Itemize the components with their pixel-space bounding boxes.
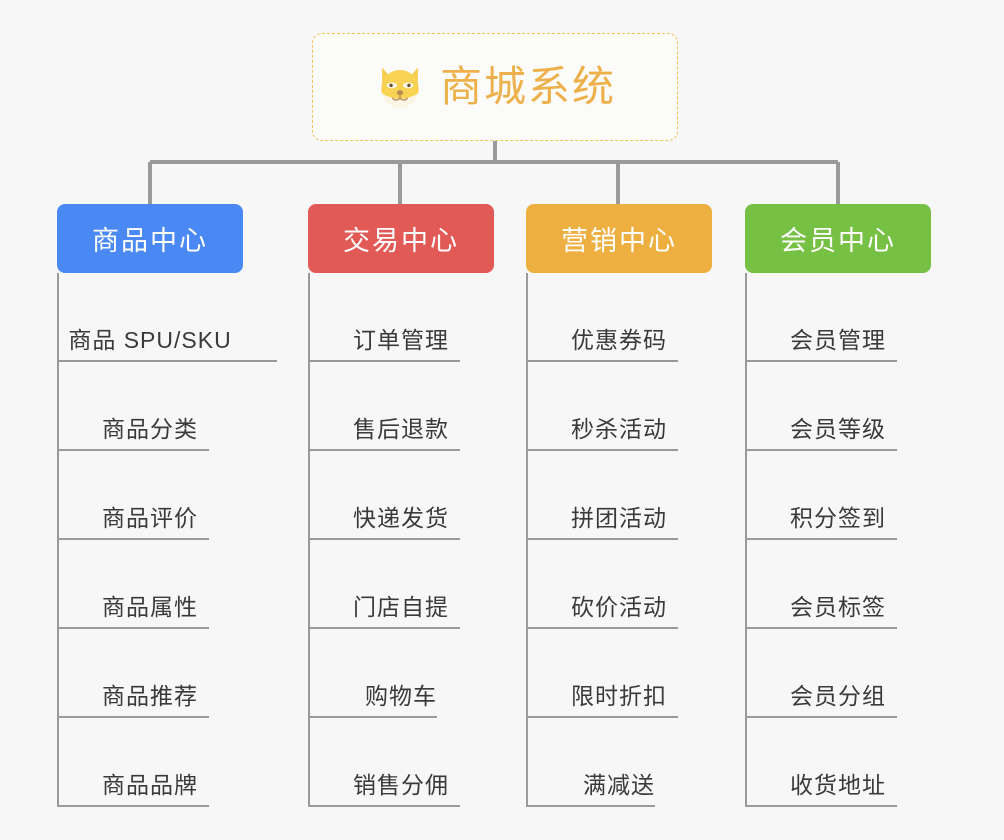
branch-header-2[interactable]: 交易中心 (308, 204, 494, 273)
leaf-label: 商品 SPU/SKU (68, 327, 232, 353)
branch-spine-3 (526, 273, 528, 807)
leaf-label: 订单管理 (353, 327, 449, 353)
list-item[interactable]: 会员管理 (745, 273, 931, 362)
leaf-label: 拼团活动 (571, 505, 667, 531)
leaf-underline (526, 805, 655, 807)
leaf-underline (526, 360, 678, 362)
leaf-label: 商品属性 (102, 594, 198, 620)
list-item[interactable]: 商品评价 (57, 451, 243, 540)
list-item[interactable]: 快递发货 (308, 451, 494, 540)
leaf-label: 销售分佣 (353, 772, 449, 798)
leaf-list-3: 优惠券码 秒杀活动 拼团活动 砍价活动 限时折扣 满减送 (526, 273, 712, 807)
leaf-label: 商品品牌 (102, 772, 198, 798)
leaf-label: 积分签到 (790, 505, 886, 531)
list-item[interactable]: 商品分类 (57, 362, 243, 451)
leaf-label: 秒杀活动 (571, 416, 667, 442)
branch-spine-2 (308, 273, 310, 807)
branch-header-label-2: 交易中心 (343, 226, 459, 256)
branch-header-3[interactable]: 营销中心 (526, 204, 712, 273)
list-item[interactable]: 积分签到 (745, 451, 931, 540)
leaf-underline (57, 716, 209, 718)
leaf-underline (745, 449, 897, 451)
leaf-label: 优惠券码 (571, 327, 667, 353)
leaf-underline (745, 360, 897, 362)
branch-spine-1 (57, 273, 59, 807)
leaf-underline (745, 716, 897, 718)
list-item[interactable]: 会员等级 (745, 362, 931, 451)
dog-face-icon (381, 67, 419, 108)
leaf-underline (308, 805, 460, 807)
leaf-label: 商品评价 (102, 505, 198, 531)
branch-header-4[interactable]: 会员中心 (745, 204, 931, 273)
leaf-underline (526, 449, 678, 451)
branch-header-1[interactable]: 商品中心 (57, 204, 243, 273)
leaf-underline (308, 360, 460, 362)
branch-header-label-3: 营销中心 (561, 226, 677, 256)
leaf-label: 限时折扣 (571, 683, 667, 709)
leaf-label: 会员管理 (790, 327, 886, 353)
leaf-underline (526, 627, 678, 629)
leaf-label: 收货地址 (790, 772, 886, 798)
list-item[interactable]: 优惠券码 (526, 273, 712, 362)
leaf-underline (57, 538, 209, 540)
branch-header-label-1: 商品中心 (92, 226, 208, 256)
branch-spine-4 (745, 273, 747, 807)
list-item[interactable]: 商品属性 (57, 540, 243, 629)
leaf-list-2: 订单管理 售后退款 快递发货 门店自提 购物车 销售分佣 (308, 273, 494, 807)
list-item[interactable]: 门店自提 (308, 540, 494, 629)
leaf-label: 会员标签 (790, 594, 886, 620)
leaf-underline (57, 360, 277, 362)
list-item[interactable]: 购物车 (308, 629, 494, 718)
leaf-underline (57, 627, 209, 629)
branch-交易中心: 交易中心 订单管理 售后退款 快递发货 门店自提 购物车 (308, 204, 494, 807)
leaf-underline (526, 538, 678, 540)
leaf-label: 快递发货 (353, 505, 449, 531)
list-item[interactable]: 收货地址 (745, 718, 931, 807)
leaf-label: 售后退款 (353, 416, 449, 442)
leaf-label: 购物车 (365, 683, 437, 709)
list-item[interactable]: 满减送 (526, 718, 712, 807)
leaf-label: 满减送 (583, 772, 655, 798)
list-item[interactable]: 售后退款 (308, 362, 494, 451)
leaf-underline (308, 716, 437, 718)
list-item[interactable]: 销售分佣 (308, 718, 494, 807)
leaf-underline (308, 449, 460, 451)
list-item[interactable]: 会员分组 (745, 629, 931, 718)
branch-会员中心: 会员中心 会员管理 会员等级 积分签到 会员标签 会员分组 (745, 204, 931, 807)
leaf-underline (745, 805, 897, 807)
list-item[interactable]: 商品 SPU/SKU (57, 273, 277, 362)
list-item[interactable]: 会员标签 (745, 540, 931, 629)
list-item[interactable]: 秒杀活动 (526, 362, 712, 451)
list-item[interactable]: 限时折扣 (526, 629, 712, 718)
list-item[interactable]: 砍价活动 (526, 540, 712, 629)
leaf-underline (526, 716, 678, 718)
branch-header-label-4: 会员中心 (780, 226, 896, 256)
leaf-underline (308, 627, 460, 629)
list-item[interactable]: 商品品牌 (57, 718, 243, 807)
leaf-underline (57, 449, 209, 451)
list-item[interactable]: 商品推荐 (57, 629, 243, 718)
leaf-label: 商品分类 (102, 416, 198, 442)
leaf-label: 砍价活动 (571, 594, 667, 620)
leaf-underline (57, 805, 209, 807)
root-title: 商城系统 (439, 63, 616, 110)
leaf-label: 会员分组 (790, 683, 886, 709)
leaf-list-1: 商品 SPU/SKU 商品分类 商品评价 商品属性 商品推荐 商品品牌 (57, 273, 277, 807)
leaf-underline (745, 538, 897, 540)
branch-商品中心: 商品中心 商品 SPU/SKU 商品分类 商品评价 商品属性 商品推荐 (57, 204, 277, 807)
leaf-label: 商品推荐 (102, 683, 198, 709)
list-item[interactable]: 订单管理 (308, 273, 494, 362)
leaf-label: 会员等级 (790, 416, 886, 442)
branch-营销中心: 营销中心 优惠券码 秒杀活动 拼团活动 砍价活动 限时折扣 (526, 204, 712, 807)
root-node[interactable]: 商城系统 (312, 33, 678, 141)
list-item[interactable]: 拼团活动 (526, 451, 712, 540)
leaf-underline (308, 538, 460, 540)
leaf-label: 门店自提 (353, 594, 449, 620)
leaf-list-4: 会员管理 会员等级 积分签到 会员标签 会员分组 收货地址 (745, 273, 931, 807)
leaf-underline (745, 627, 897, 629)
